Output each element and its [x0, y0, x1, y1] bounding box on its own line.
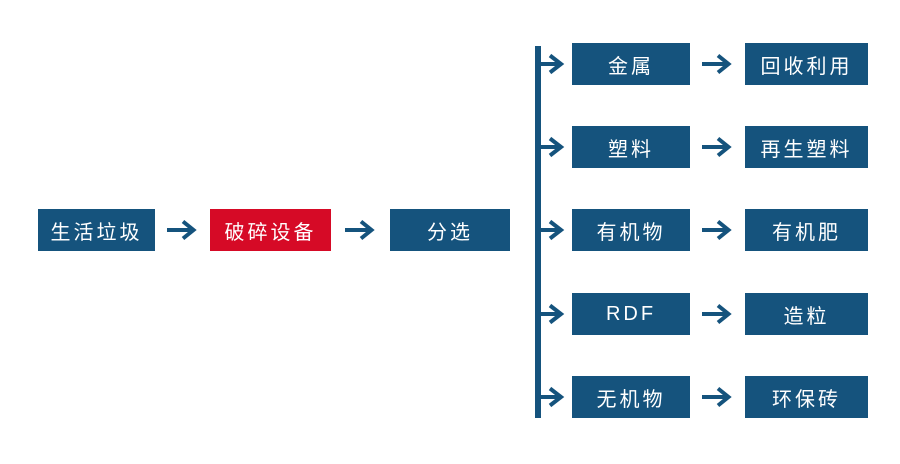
arrow-right-icon — [702, 219, 732, 241]
node-organic-fertilizer: 有机肥 — [745, 209, 868, 251]
node-sorting: 分选 — [390, 209, 510, 251]
arrow-right-icon — [537, 219, 565, 241]
arrow-right-icon — [537, 53, 565, 75]
node-inorganic-matter: 无机物 — [572, 376, 690, 418]
node-rdf: RDF — [572, 293, 690, 335]
arrow-right-icon — [702, 136, 732, 158]
node-granulation: 造粒 — [745, 293, 868, 335]
arrow-right-icon — [537, 136, 565, 158]
node-household-waste: 生活垃圾 — [38, 209, 155, 251]
arrow-right-icon — [167, 219, 197, 241]
arrow-right-icon — [537, 303, 565, 325]
arrow-right-icon — [345, 219, 375, 241]
arrow-right-icon — [702, 303, 732, 325]
node-recycled-plastic: 再生塑料 — [745, 126, 868, 168]
arrow-right-icon — [537, 386, 565, 408]
node-organic-matter: 有机物 — [572, 209, 690, 251]
node-crushing-equipment: 破碎设备 — [210, 209, 331, 251]
node-plastic: 塑料 — [572, 126, 690, 168]
arrow-right-icon — [702, 53, 732, 75]
node-recycling: 回收利用 — [745, 43, 868, 85]
arrow-right-icon — [702, 386, 732, 408]
node-eco-brick: 环保砖 — [745, 376, 868, 418]
node-metal: 金属 — [572, 43, 690, 85]
